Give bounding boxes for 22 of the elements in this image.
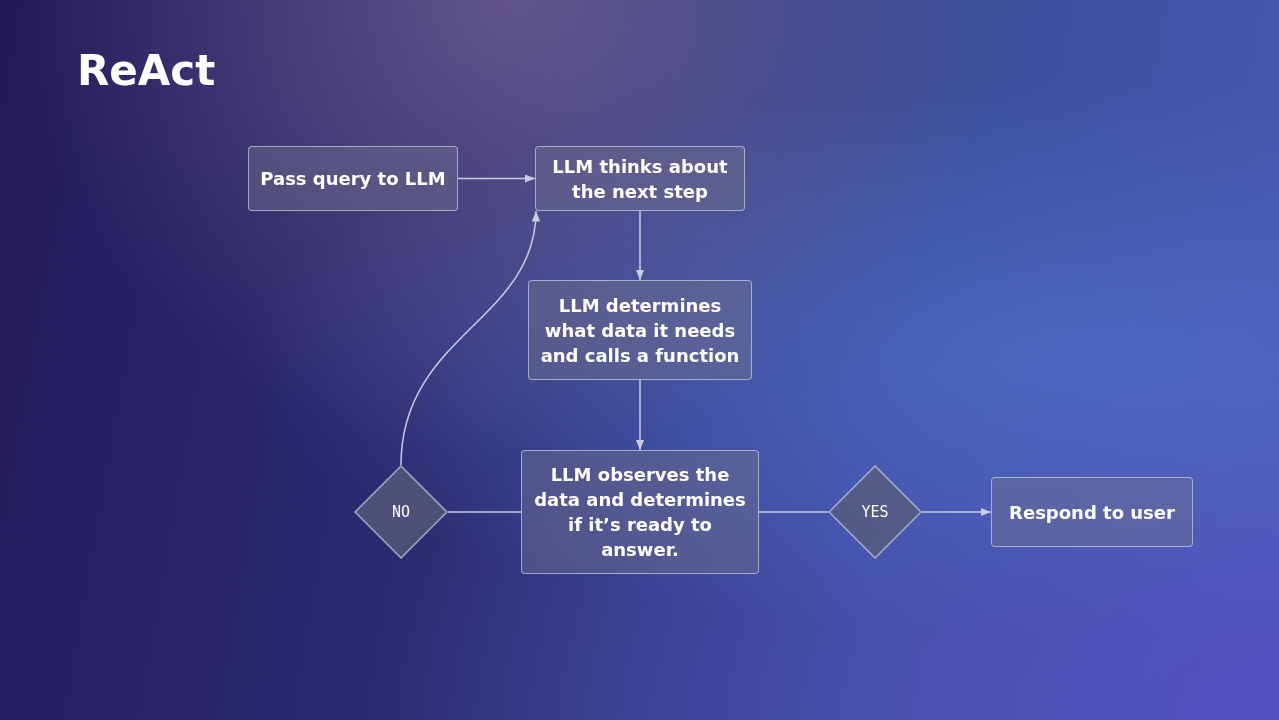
process-box (528, 280, 752, 380)
arrow (457, 174, 536, 183)
decision-label: YES (861, 503, 889, 521)
process-box (535, 146, 745, 211)
connector-line (447, 511, 522, 513)
box-label: LLM observes the data and determines if it’s ready to answer. (533, 463, 747, 562)
arrow (635, 379, 645, 451)
decision-label: NO (391, 503, 411, 521)
arrow (400, 210, 540, 466)
process-box (248, 146, 458, 211)
arrow (921, 507, 992, 517)
process-box (521, 450, 759, 574)
arrow (635, 210, 645, 281)
connector-line (758, 511, 829, 513)
decision-diamond (354, 465, 448, 559)
box-label: LLM determines what data it needs and calls a function (539, 293, 741, 368)
box-label: LLM thinks about the next step (551, 154, 729, 204)
decision-diamond (828, 465, 922, 559)
box-label: Pass query to LLM (260, 167, 446, 191)
box-label: Respond to user (1009, 500, 1175, 525)
process-box (991, 477, 1193, 547)
slide-title: ReAct (77, 46, 216, 95)
